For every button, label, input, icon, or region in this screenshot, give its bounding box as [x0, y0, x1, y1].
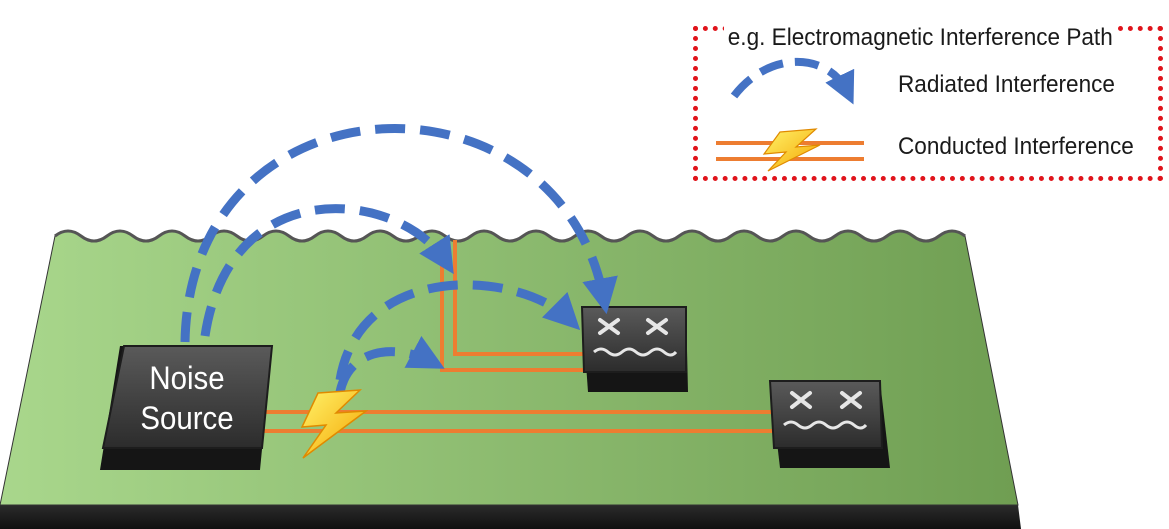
radiated-paths	[180, 124, 618, 394]
radiated-path-small	[335, 335, 445, 394]
lightning-bolt-icon	[300, 389, 369, 459]
receiver-chip-1	[580, 306, 688, 392]
legend-box: e.g. Electromagnetic Interference Path R…	[693, 23, 1163, 181]
legend-label-conducted: Conducted Interference	[898, 133, 1134, 160]
radiated-path-medium	[200, 204, 454, 337]
receiver-chip-2	[768, 380, 890, 468]
noise-source-line1: Noise	[149, 360, 225, 396]
chip-wave-mark-icon	[783, 420, 868, 430]
noise-source-label: Noise Source	[118, 358, 256, 438]
noise-source-line2: Source	[140, 400, 234, 436]
noise-source-chip	[100, 345, 274, 470]
board-wavy-cut-line	[54, 229, 966, 243]
dashed-arrow-icon	[730, 57, 855, 105]
legend-graphics	[716, 57, 864, 172]
chip-wave-mark-icon	[593, 347, 678, 357]
trace-upper-l	[453, 240, 585, 356]
radiated-path-large	[180, 124, 618, 343]
legend-title: e.g. Electromagnetic Interference Path	[724, 23, 1117, 53]
board-edge	[0, 505, 1021, 529]
lightning-bolt-icon	[762, 128, 821, 172]
radiated-path-to-chip1	[335, 280, 581, 381]
legend-label-radiated: Radiated Interference	[898, 71, 1115, 98]
chip-x-marks-icon	[790, 391, 862, 409]
chip-x-marks-icon	[598, 318, 668, 335]
